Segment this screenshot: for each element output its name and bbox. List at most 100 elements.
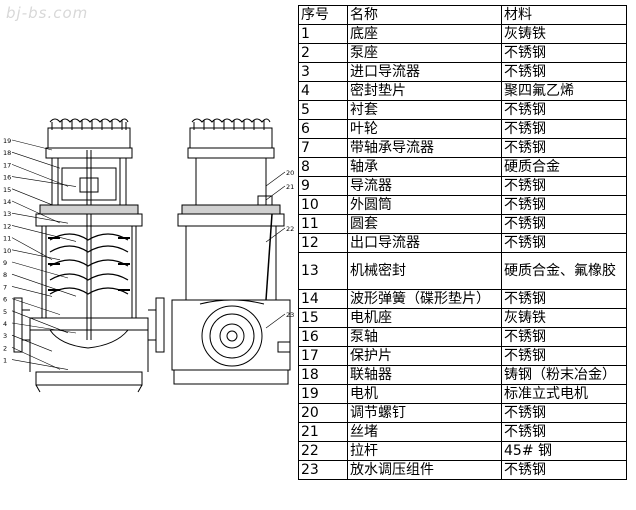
row-material: 不锈钢 [501,100,627,120]
row-index: 10 [298,195,348,215]
header-index: 序号 [298,5,348,25]
row-material: 不锈钢 [501,195,627,215]
row-index: 18 [298,365,348,385]
row-part-name: 外圆筒 [347,195,502,215]
row-material: 不锈钢 [501,176,627,196]
callout-label: 13 [3,210,11,218]
left-pump-view [13,118,165,393]
callout-leader-line [11,347,61,370]
callout-leader-line [11,200,61,224]
row-part-name: 进口导流器 [347,62,502,82]
callout-leader-line [265,227,286,243]
row-part-name: 拉杆 [347,441,502,461]
row-material: 不锈钢 [501,214,627,234]
row-index: 8 [298,157,348,177]
row-part-name: 底座 [347,24,502,44]
row-index: 12 [298,233,348,253]
row-index: 14 [298,289,348,309]
header-material: 材料 [501,5,627,25]
watermark-text: bj-bs.com [6,4,89,22]
callout-label: 4 [3,320,7,328]
row-material: 45# 钢 [501,441,627,461]
callout-label: 20 [286,169,294,177]
callout-label: 16 [3,174,11,182]
row-part-name: 电机座 [347,308,502,328]
row-part-name: 叶轮 [347,119,502,139]
row-index: 19 [298,384,348,404]
callout-leader-line [11,310,69,334]
right-pump-view [171,118,291,385]
row-part-name: 轴承 [347,157,502,177]
callout-leader-line [11,334,53,352]
callout-label: 21 [286,183,294,191]
callout-leader-line [11,139,53,151]
row-material: 不锈钢 [501,138,627,158]
row-material: 标准立式电机 [501,384,627,404]
row-material: 不锈钢 [501,403,627,423]
row-part-name: 联轴器 [347,365,502,385]
callout-label: 11 [3,235,11,243]
row-part-name: 泵座 [347,43,502,63]
callout-leader-line [11,212,69,224]
row-index: 16 [298,327,348,347]
row-index: 3 [298,62,348,82]
callout-label: 5 [3,308,7,316]
callout-label: 15 [3,186,11,194]
row-index: 6 [298,119,348,139]
callout-label: 2 [3,344,7,352]
callout-label: 1 [3,357,7,365]
row-part-name: 泵轴 [347,327,502,347]
row-index: 9 [298,176,348,196]
row-material: 不锈钢 [501,422,627,442]
callout-leader-line [11,188,53,206]
callout-label: 8 [3,271,7,279]
callout-leader-line [11,261,69,279]
row-part-name: 保护片 [347,346,502,366]
callout-leader-line [11,237,53,260]
row-index: 23 [298,460,348,480]
callout-label: 18 [3,149,11,157]
row-index: 15 [298,308,348,328]
row-index: 7 [298,138,348,158]
row-material: 硬质合金 [501,157,627,177]
row-part-name: 导流器 [347,176,502,196]
row-part-name: 带轴承导流器 [347,138,502,158]
header-name: 名称 [347,5,502,25]
row-part-name: 机械密封 [347,252,502,290]
row-part-name: 出口导流器 [347,233,502,253]
row-index: 17 [298,346,348,366]
row-material: 铸钢（粉末冶金） [501,365,627,385]
row-material: 不锈钢 [501,327,627,347]
row-material: 灰铸铁 [501,24,627,44]
callout-label: 22 [286,225,294,233]
callout-leader-line [265,313,286,329]
callout-leader-line [265,185,286,201]
callout-leader-line [11,249,61,261]
callout-leader-line [11,176,77,187]
row-part-name: 波形弹簧（碟形垫片） [347,289,502,309]
row-part-name: 调节螺钉 [347,403,502,423]
row-material: 硬质合金、氟橡胶 [501,252,627,290]
callout-leader-line [11,273,77,297]
row-index: 11 [298,214,348,234]
row-part-name: 圆套 [347,214,502,234]
callout-label: 3 [3,332,7,340]
